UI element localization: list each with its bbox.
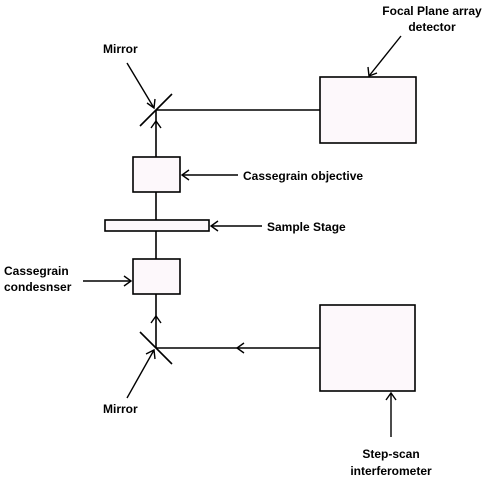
focal-plane-array-detector-box <box>319 76 417 144</box>
interferometer-label-line2: interferometer <box>350 464 432 478</box>
interferometer-label-line1: Step-scan <box>362 447 419 461</box>
bottom-mirror-pointer <box>126 349 155 399</box>
objective-pointer-head <box>180 169 190 181</box>
top-mirror-pointer <box>126 62 155 109</box>
top-mirror-label: Mirror <box>103 42 138 56</box>
sample-stage-box <box>104 219 210 232</box>
condenser-label-line1: Cassegrain <box>4 264 69 278</box>
step-scan-interferometer-box <box>319 304 416 392</box>
beam-up-arrow-upper <box>150 119 162 129</box>
cassegrain-objective-box <box>132 156 181 193</box>
sample-stage-pointer-head <box>209 220 219 232</box>
condenser-label-line2: condesnser <box>4 280 72 294</box>
bottom-mirror-label: Mirror <box>103 402 138 416</box>
detector-pointer-head <box>367 66 378 77</box>
detector-label-line1: Focal Plane array <box>382 4 482 18</box>
bottom-mirror-pointer-head <box>145 348 156 360</box>
detector-pointer <box>368 35 402 77</box>
objective-label: Cassegrain objective <box>243 169 363 183</box>
detector-label-line2: detector <box>408 20 456 34</box>
sample-stage-label: Sample Stage <box>267 220 346 234</box>
beam-up-arrow-lower <box>150 314 162 324</box>
top-mirror-pointer-head <box>146 98 156 110</box>
beam-left-arrow <box>235 342 245 354</box>
top-mirror <box>139 93 173 127</box>
cassegrain-condenser-box <box>132 258 181 295</box>
interferometer-pointer-head <box>385 391 397 401</box>
bottom-mirror <box>139 331 173 365</box>
condenser-pointer-head <box>123 275 133 287</box>
